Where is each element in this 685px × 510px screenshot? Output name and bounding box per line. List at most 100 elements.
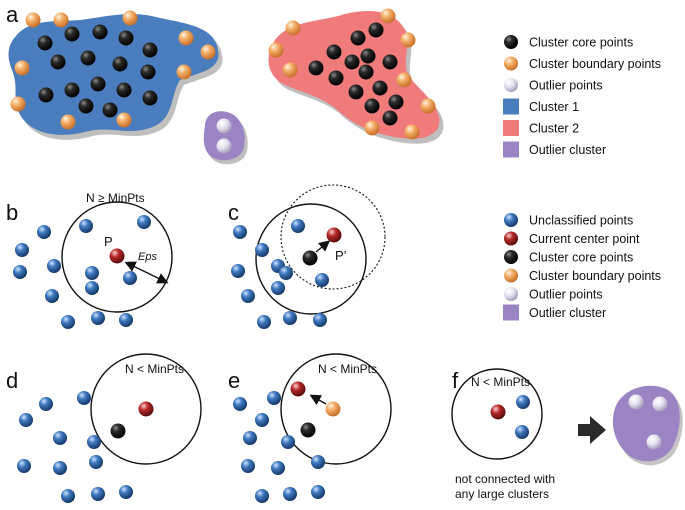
core-point bbox=[142, 42, 158, 58]
blue-point bbox=[13, 265, 27, 279]
core-point bbox=[110, 423, 126, 439]
blue-point bbox=[19, 413, 33, 427]
panel-f-condition: N < MinPts bbox=[471, 375, 530, 389]
panel-f-eps-circle bbox=[451, 368, 543, 460]
blue-point bbox=[61, 315, 75, 329]
legend-label: Outlier points bbox=[529, 79, 603, 93]
panel-b-point-label: P bbox=[104, 234, 113, 249]
boundary-point bbox=[400, 32, 416, 48]
outlier-cluster-f bbox=[612, 385, 680, 462]
blue-point bbox=[283, 487, 297, 501]
core-point bbox=[116, 82, 132, 98]
core-point bbox=[364, 98, 380, 114]
legend-label: Cluster boundary points bbox=[529, 269, 661, 283]
blue-point bbox=[255, 489, 269, 503]
cluster-1-region bbox=[8, 14, 219, 135]
core-point bbox=[118, 30, 134, 46]
core-point bbox=[90, 76, 106, 92]
blue-square-icon bbox=[503, 98, 519, 115]
white-sphere-icon bbox=[504, 78, 518, 92]
panel-f-letter: f bbox=[452, 368, 459, 393]
red-sphere-icon bbox=[504, 231, 518, 246]
blue-point bbox=[516, 395, 530, 409]
boundary-point bbox=[396, 72, 412, 88]
legend-label: Cluster core points bbox=[529, 36, 633, 50]
blue-sphere-icon bbox=[504, 213, 518, 227]
core-point bbox=[344, 54, 360, 70]
outlier-cluster-a bbox=[203, 111, 245, 161]
blue-point bbox=[291, 219, 305, 233]
boundary-point bbox=[420, 98, 436, 114]
boundary-point bbox=[60, 114, 76, 130]
purple-square-icon bbox=[503, 304, 519, 321]
boundary-point bbox=[364, 120, 380, 136]
boundary-point bbox=[282, 62, 298, 78]
legend-label: Outlier points bbox=[529, 288, 603, 302]
blue-point bbox=[241, 459, 255, 473]
blue-point bbox=[79, 219, 93, 233]
blue-point bbox=[89, 455, 103, 469]
panel-c-letter: c bbox=[228, 200, 239, 225]
blue-point bbox=[87, 435, 101, 449]
panel-a-letter: a bbox=[6, 2, 19, 27]
outlier-point bbox=[628, 394, 644, 410]
boundary-point bbox=[25, 12, 41, 28]
orange-sphere-icon bbox=[504, 268, 518, 283]
panel-e-arrow bbox=[309, 394, 327, 406]
legend-label: Unclassified points bbox=[529, 214, 633, 228]
panel-e-letter: e bbox=[228, 368, 240, 393]
legend-label: Outlier cluster bbox=[529, 306, 606, 320]
blue-point bbox=[241, 289, 255, 303]
blue-point bbox=[77, 391, 91, 405]
right-arrow-icon bbox=[578, 416, 606, 444]
boundary-point bbox=[14, 60, 30, 76]
core-point bbox=[388, 94, 404, 110]
boundary-point bbox=[53, 12, 69, 28]
blue-point bbox=[267, 391, 281, 405]
blue-point bbox=[53, 461, 67, 475]
panel-f-note-line1: not connected with bbox=[455, 472, 555, 486]
panel-c-arrow bbox=[315, 240, 331, 253]
blue-point bbox=[123, 271, 137, 285]
blue-point bbox=[243, 431, 257, 445]
blue-point bbox=[255, 413, 269, 427]
core-point bbox=[300, 422, 316, 438]
core-point bbox=[50, 54, 66, 70]
black-sphere-icon bbox=[504, 250, 518, 264]
blue-point bbox=[47, 259, 61, 273]
legend-label: Cluster 2 bbox=[529, 122, 579, 136]
boundary-point bbox=[122, 10, 138, 26]
legend-label: Cluster boundary points bbox=[529, 57, 661, 71]
blue-point bbox=[271, 461, 285, 475]
center-point bbox=[490, 404, 506, 420]
blue-point bbox=[137, 215, 151, 229]
outlier-point bbox=[646, 434, 662, 450]
blue-point bbox=[15, 243, 29, 257]
core-point bbox=[140, 64, 156, 80]
boundary-point bbox=[10, 96, 26, 112]
core-point bbox=[142, 90, 158, 106]
center-point bbox=[109, 248, 125, 264]
blue-point bbox=[233, 397, 247, 411]
blue-point bbox=[311, 485, 325, 499]
purple-square-icon bbox=[503, 141, 519, 158]
blue-point bbox=[119, 313, 133, 327]
legend-label: Cluster 1 bbox=[529, 100, 579, 114]
panel-e-eps-circle bbox=[280, 353, 392, 465]
blue-point bbox=[91, 487, 105, 501]
core-point bbox=[64, 26, 80, 42]
core-point bbox=[308, 60, 324, 76]
panel-c-neighbor-circle bbox=[280, 184, 386, 290]
blue-point bbox=[255, 243, 269, 257]
boundary-point bbox=[116, 112, 132, 128]
blue-point bbox=[91, 311, 105, 325]
boundary-point bbox=[404, 124, 420, 140]
core-point bbox=[302, 250, 318, 266]
outlier-point bbox=[216, 138, 232, 154]
panel-d-eps-circle bbox=[90, 353, 202, 465]
legend-label: Cluster core points bbox=[529, 251, 633, 265]
blue-point bbox=[119, 485, 133, 499]
orange-sphere-icon bbox=[504, 56, 518, 71]
